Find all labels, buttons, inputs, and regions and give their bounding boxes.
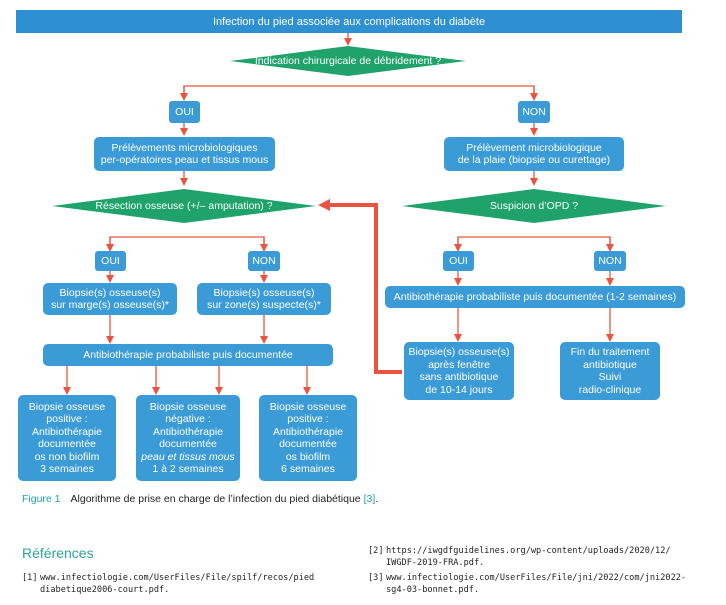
non-label-top: NON	[518, 101, 550, 123]
result-positive-nonbiofilm: Biopsie osseuse positive : Antibiothérap…	[18, 395, 116, 481]
result-positive-biofilm: Biopsie osseuse positive : Antibiothérap…	[259, 395, 357, 481]
figure-label: Figure 1	[22, 493, 61, 505]
result-negative: Biopsie osseuse négative : Antibiothérap…	[136, 395, 240, 481]
figure-caption-end: .	[375, 493, 379, 505]
bone-resection-question: Résection osseuse (+/– amputation) ?	[95, 200, 273, 212]
surgery-indication-question: Indication chirurgicale de débridement ?	[254, 55, 442, 67]
biopsy-window-box: Biopsie(s) osseuse(s) après fenêtre sans…	[404, 342, 514, 400]
header-title: Infection du pied associée aux complicat…	[212, 15, 486, 28]
figure-caption-text: Algorithme de prise en charge de l’infec…	[70, 493, 364, 505]
oui-label-top: OUI	[169, 101, 200, 123]
reference-link-3[interactable]: www.infectiologie.com/UserFiles/File/jni…	[386, 573, 687, 595]
opd-suspicion-question: Suspicion d’OPD ?	[489, 200, 579, 212]
reference-item-1: [1] www.infectiologie.com/UserFiles/File…	[22, 573, 315, 595]
figure-caption: Figure 1 Algorithme de prise en charge de…	[22, 493, 378, 505]
oui-label-resection: OUI	[95, 251, 126, 271]
biopsy-zone-box: Biopsie(s) osseuse(s) sur zone(s) suspec…	[197, 283, 331, 315]
references-heading: Références	[22, 545, 94, 561]
perop-samples-box: Prélèvements microbiologiques per-opérat…	[94, 137, 275, 171]
oui-label-opd: OUI	[443, 251, 474, 271]
non-label-opd: NON	[594, 251, 626, 271]
abx-right-bar: Antibiothérapie probabiliste puis docume…	[385, 286, 685, 308]
figure-ref-link[interactable]: [3]	[363, 493, 376, 505]
abx-left-bar: Antibiothérapie probabiliste puis docume…	[43, 344, 333, 366]
reference-item-2: [2] https://iwgdfguidelines.org/wp-conte…	[368, 546, 671, 568]
chart-header: Infection du pied associée aux complicat…	[16, 10, 682, 33]
reference-item-3: [3] www.infectiologie.com/UserFiles/File…	[368, 573, 687, 595]
non-label-resection: NON	[248, 251, 280, 271]
biopsy-margin-box: Biopsie(s) osseuse(s) sur marge(s) osseu…	[43, 283, 177, 315]
reference-link-2[interactable]: https://iwgdfguidelines.org/wp-content/u…	[386, 546, 671, 568]
reference-link-1[interactable]: www.infectiologie.com/UserFiles/File/spi…	[40, 573, 315, 595]
wound-sample-box: Prélèvement microbiologique de la plaie …	[444, 137, 624, 171]
end-treatment-box: Fin du traitement antibiotique Suivi rad…	[560, 342, 660, 400]
